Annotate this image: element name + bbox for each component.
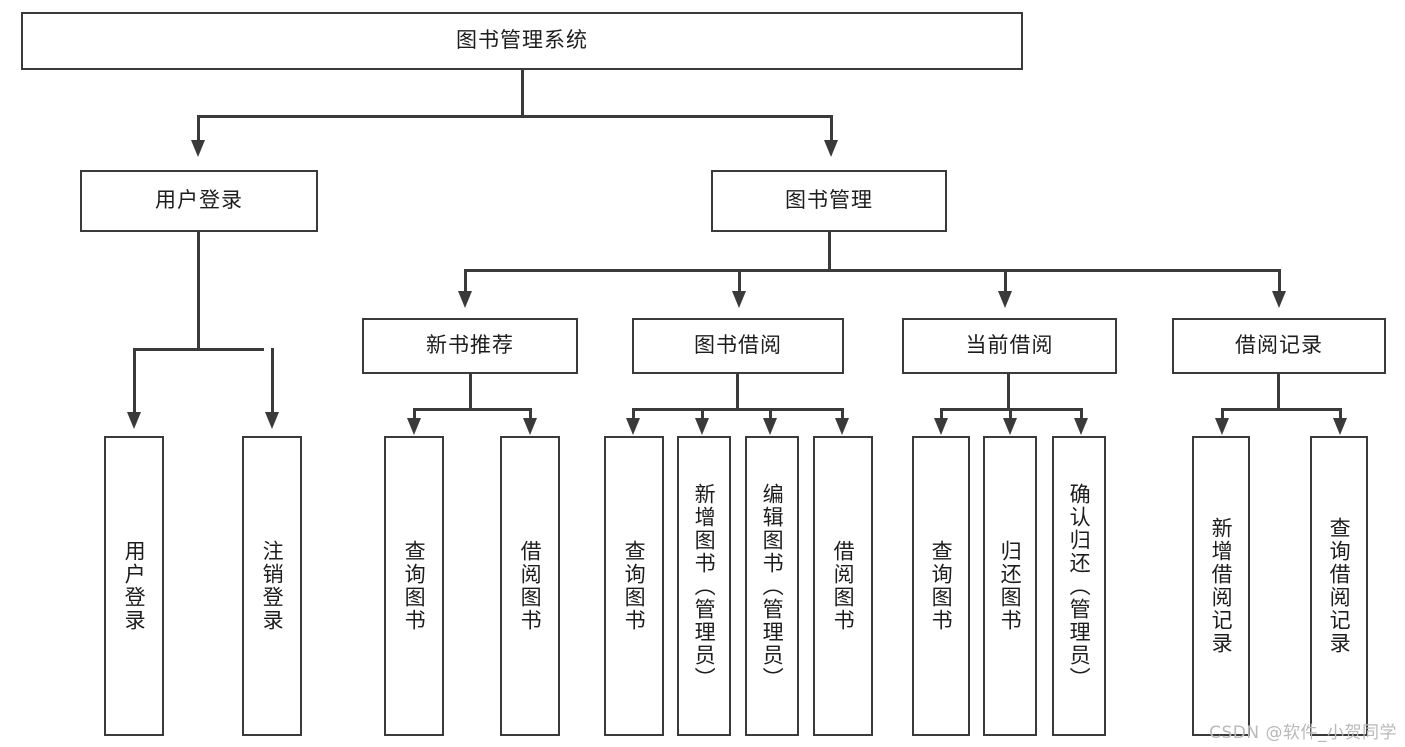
node-label: 新增借阅记录: [1209, 517, 1234, 655]
node-label: 用户登录: [122, 540, 147, 632]
connector-borrow-bus: [632, 408, 844, 411]
connector-newbook-stem: [469, 374, 472, 410]
arrowhead-current-leaf1: [934, 418, 948, 435]
node-label: 图书借阅: [694, 333, 782, 358]
connector-root-to-bookmgmt: [830, 115, 833, 143]
node-label: 新书推荐: [426, 333, 514, 358]
connector-root-to-login: [197, 115, 200, 143]
node-label: 归还图书: [998, 540, 1023, 632]
node-label: 注销登录: [260, 540, 285, 632]
node-label: 查询图书: [929, 540, 954, 632]
leaf-borrow-edit-book-admin[interactable]: 编辑图书（管理员）: [745, 436, 799, 736]
node-book-borrow[interactable]: 图书借阅: [632, 318, 844, 374]
arrowhead-borrow-leaf4: [835, 418, 849, 435]
connector-record-leaf2: [1339, 408, 1342, 420]
connector-root-stem: [521, 70, 524, 117]
arrowhead-record-leaf2: [1333, 418, 1347, 435]
leaf-record-query-record[interactable]: 查询借阅记录: [1310, 436, 1368, 736]
leaf-user-login[interactable]: 用户登录: [104, 436, 164, 736]
arrowhead-current-leaf3: [1074, 418, 1088, 435]
arrowhead-newbook-leaf1: [407, 418, 421, 435]
connector-login-stem: [197, 232, 200, 350]
leaf-borrow-add-book-admin[interactable]: 新增图书（管理员）: [677, 436, 731, 736]
arrowhead-record-leaf1: [1215, 418, 1229, 435]
node-label: 当前借阅: [965, 333, 1054, 358]
connector-bookmgmt-bus: [464, 269, 1280, 272]
connector-login-bus: [133, 348, 264, 351]
node-label: 借阅图书: [518, 540, 543, 632]
arrowhead-newbook-leaf2: [523, 418, 537, 435]
connector-borrow-leaf1: [632, 408, 635, 420]
arrowhead-login-leaf1: [127, 412, 141, 429]
connector-borrow-leaf2: [701, 408, 704, 420]
connector-record-bus: [1221, 408, 1341, 411]
connector-bookmgmt-to-current: [1004, 269, 1007, 293]
node-label: 查询图书: [622, 540, 647, 632]
node-user-login[interactable]: 用户登录: [80, 170, 318, 232]
leaf-newbook-query-book[interactable]: 查询图书: [384, 436, 444, 736]
leaf-borrow-query-book[interactable]: 查询图书: [604, 436, 664, 736]
connector-login-to-leaf1: [133, 348, 136, 414]
connector-newbook-bus: [413, 408, 531, 411]
connector-bookmgmt-to-record: [1278, 269, 1281, 293]
connector-bookmgmt-stem: [828, 232, 831, 271]
connector-current-leaf1: [940, 408, 943, 420]
arrowhead-bookmgmt-current: [998, 291, 1012, 308]
arrowhead-current-leaf2: [1003, 418, 1017, 435]
node-label: 图书管理系统: [456, 28, 588, 53]
node-root-system[interactable]: 图书管理系统: [21, 12, 1023, 70]
arrowhead-bookmgmt-borrow: [732, 291, 746, 308]
node-label: 编辑图书（管理员）: [760, 482, 785, 690]
node-book-management[interactable]: 图书管理: [711, 170, 947, 232]
node-current-borrow[interactable]: 当前借阅: [902, 318, 1117, 374]
node-label: 用户登录: [155, 188, 243, 213]
connector-borrow-stem: [736, 374, 739, 410]
node-label: 确认归还（管理员）: [1067, 482, 1092, 690]
leaf-current-return-book[interactable]: 归还图书: [983, 436, 1037, 736]
node-new-book-recommend[interactable]: 新书推荐: [362, 318, 578, 374]
node-label: 查询图书: [402, 540, 427, 632]
connector-bookmgmt-to-newbook: [464, 269, 467, 293]
node-label: 图书管理: [785, 188, 873, 213]
watermark-credit: CSDN @软件_小贺同学: [1209, 723, 1397, 743]
connector-borrow-leaf3: [769, 408, 772, 420]
connector-current-leaf3: [1080, 408, 1083, 420]
arrowhead-borrow-leaf1: [626, 418, 640, 435]
connector-root-bus: [197, 115, 833, 118]
leaf-borrow-borrow-book[interactable]: 借阅图书: [813, 436, 873, 736]
node-label: 查询借阅记录: [1327, 517, 1352, 655]
arrowhead-bookmgmt-newbook: [458, 291, 472, 308]
connector-current-stem: [1007, 374, 1010, 410]
leaf-record-add-record[interactable]: 新增借阅记录: [1192, 436, 1250, 736]
connector-borrow-leaf4: [841, 408, 844, 420]
connector-newbook-leaf1: [413, 408, 416, 420]
arrowhead-login-leaf2: [265, 412, 279, 429]
arrowhead-root-to-bookmgmt: [824, 140, 838, 157]
connector-record-leaf1: [1221, 408, 1224, 420]
leaf-newbook-borrow-book[interactable]: 借阅图书: [500, 436, 560, 736]
arrowhead-bookmgmt-record: [1272, 291, 1286, 308]
connector-record-stem: [1277, 374, 1280, 410]
node-label: 借阅记录: [1235, 333, 1323, 358]
leaf-current-query-book[interactable]: 查询图书: [912, 436, 970, 736]
arrowhead-borrow-leaf2: [695, 418, 709, 435]
node-label: 借阅图书: [831, 540, 856, 632]
arrowhead-borrow-leaf3: [763, 418, 777, 435]
connector-current-leaf2: [1009, 408, 1012, 420]
leaf-logout[interactable]: 注销登录: [242, 436, 302, 736]
arrowhead-root-to-login: [191, 140, 205, 157]
connector-newbook-leaf2: [529, 408, 532, 420]
node-borrow-record[interactable]: 借阅记录: [1172, 318, 1386, 374]
leaf-current-confirm-return-admin[interactable]: 确认归还（管理员）: [1052, 436, 1106, 736]
node-label: 新增图书（管理员）: [692, 482, 717, 690]
connector-bookmgmt-to-borrow: [738, 269, 741, 293]
connector-login-to-leaf2: [271, 348, 274, 414]
